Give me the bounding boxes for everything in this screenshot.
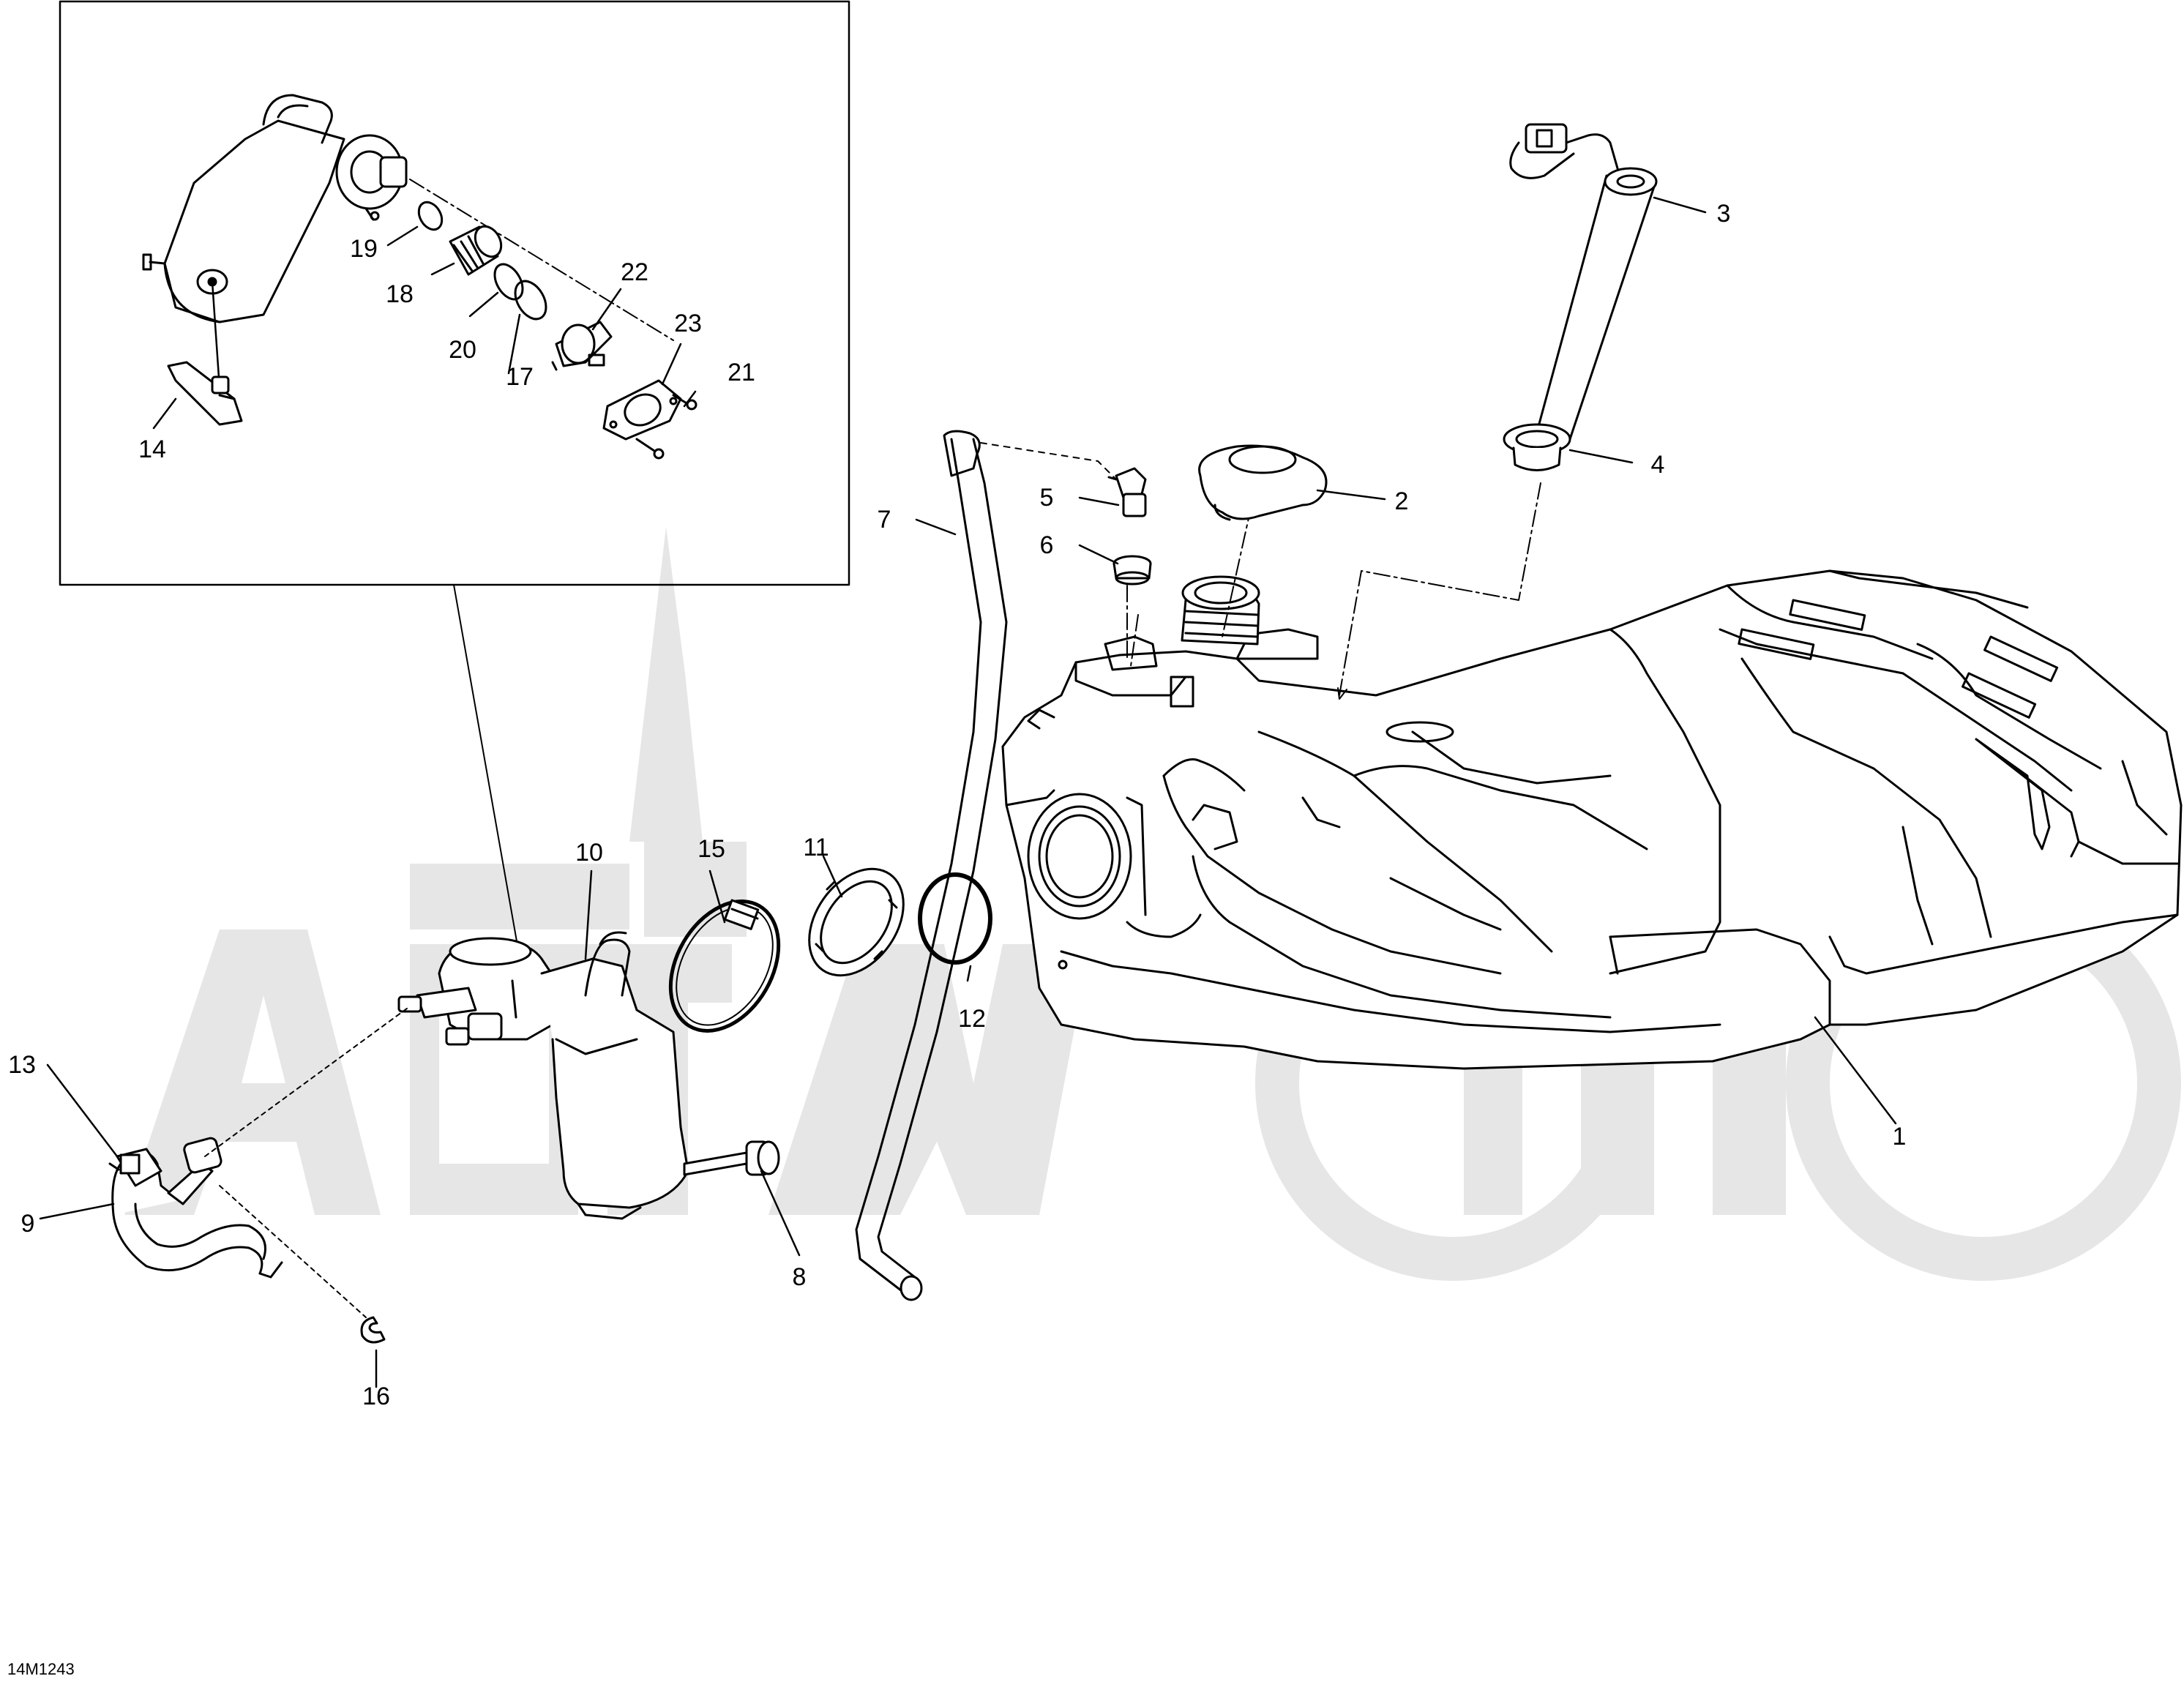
leader-lines [39, 196, 1897, 1388]
callout-8: 8 [792, 1263, 807, 1291]
callout-5: 5 [1039, 484, 1054, 512]
part-17-oring [514, 280, 547, 321]
part-2-fuel-cap [1198, 444, 1328, 521]
part-15-clamp [668, 899, 781, 1033]
tank-filler-neck [1181, 575, 1260, 646]
callout-16: 16 [362, 1383, 390, 1410]
part-16-clip [360, 1316, 386, 1344]
part-18-filter [449, 225, 503, 276]
part-11-lock-ring [808, 867, 905, 977]
part-7-vent-hose [855, 430, 1008, 1301]
callout-2: 2 [1394, 487, 1409, 515]
callout-13: 13 [8, 1051, 36, 1079]
part-19-oring [417, 201, 444, 231]
inset-pump-sender [142, 94, 408, 323]
inset-leader [453, 584, 522, 967]
callout-10: 10 [575, 839, 603, 867]
callout-6: 6 [1039, 531, 1054, 559]
part-20-oring [493, 263, 524, 301]
callout-17: 17 [506, 363, 534, 391]
part-13-connector [108, 1148, 162, 1187]
callout-3: 3 [1716, 200, 1731, 228]
callout-15: 15 [698, 835, 725, 863]
part-14-bracket [167, 361, 243, 426]
part-5-vent-valve [1107, 467, 1147, 517]
part-23-plate [602, 379, 682, 441]
part-12-oring [918, 872, 992, 965]
part-8-bolt [683, 1140, 780, 1176]
callout-19: 19 [350, 235, 378, 263]
part-6-grommet [1112, 555, 1152, 586]
callout-18: 18 [386, 280, 414, 308]
part-3-fuel-sender [1509, 123, 1658, 441]
diagram-code: 14M1243 [7, 1660, 75, 1678]
callout-4: 4 [1650, 451, 1665, 479]
callout-9: 9 [20, 1210, 35, 1238]
callout-23: 23 [674, 310, 702, 337]
callout-1: 1 [1892, 1123, 1907, 1151]
part-10-fuel-pump [397, 931, 689, 1220]
callout-21: 21 [728, 359, 755, 386]
part-1-fuel-tank [1001, 569, 2183, 1070]
part-21-screws [635, 394, 698, 460]
part-4-gasket [1503, 423, 1571, 471]
callout-14: 14 [138, 435, 166, 463]
callout-11: 11 [803, 834, 829, 861]
callout-12: 12 [958, 1005, 986, 1033]
callout-22: 22 [621, 258, 648, 286]
part-22-regulator [551, 321, 613, 371]
callout-20: 20 [449, 336, 476, 364]
callout-7: 7 [877, 506, 891, 534]
